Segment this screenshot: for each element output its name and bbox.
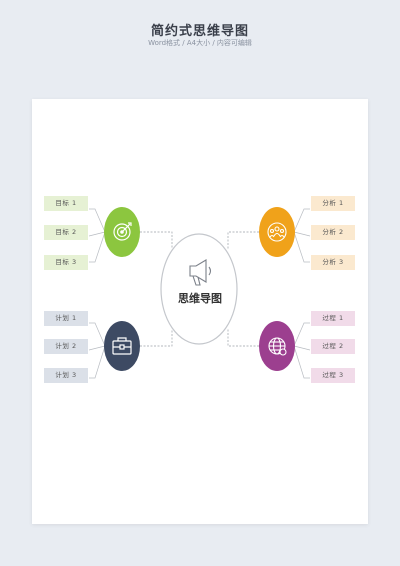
megaphone-icon xyxy=(189,259,212,286)
analysis-node[interactable] xyxy=(259,207,295,257)
center-connectors xyxy=(140,231,259,347)
process-item-1[interactable]: 过程 1 xyxy=(311,311,355,326)
center-label: 思维导图 xyxy=(178,292,222,305)
globe-gear-icon xyxy=(268,337,287,356)
connector-plan xyxy=(140,329,173,347)
leaf-connectors xyxy=(88,208,311,379)
team-icon xyxy=(267,222,287,242)
goal-item-2[interactable]: 目标 2 xyxy=(44,225,88,240)
briefcase-icon xyxy=(112,337,132,355)
page-subtitle: Word格式 / A4大小 / 内容可编辑 xyxy=(148,39,252,47)
connector-goal xyxy=(140,231,173,249)
plan-item-1[interactable]: 计划 1 xyxy=(44,311,88,326)
plan-item-3[interactable]: 计划 3 xyxy=(44,368,88,383)
connector-process xyxy=(227,329,259,347)
plan-node[interactable] xyxy=(104,321,140,371)
analysis-item-2[interactable]: 分析 2 xyxy=(311,225,355,240)
analysis-item-3[interactable]: 分析 3 xyxy=(311,255,355,270)
goal-item-3[interactable]: 目标 3 xyxy=(44,255,88,270)
goal-node[interactable] xyxy=(104,207,140,257)
center-node[interactable] xyxy=(160,233,238,345)
target-icon xyxy=(113,222,132,241)
document-page: 目标 1 目标 2 目标 3 计划 1 计划 2 计划 3 分析 1 分析 2 … xyxy=(32,99,368,524)
process-item-3[interactable]: 过程 3 xyxy=(311,368,355,383)
mindmap-canvas xyxy=(88,207,311,379)
connector-analysis xyxy=(227,231,259,249)
plan-item-2[interactable]: 计划 2 xyxy=(44,339,88,354)
page-title: 简约式思维导图 xyxy=(150,24,249,39)
process-item-2[interactable]: 过程 2 xyxy=(311,339,355,354)
process-node[interactable] xyxy=(259,321,295,371)
analysis-item-1[interactable]: 分析 1 xyxy=(311,196,355,211)
goal-item-1[interactable]: 目标 1 xyxy=(44,196,88,211)
